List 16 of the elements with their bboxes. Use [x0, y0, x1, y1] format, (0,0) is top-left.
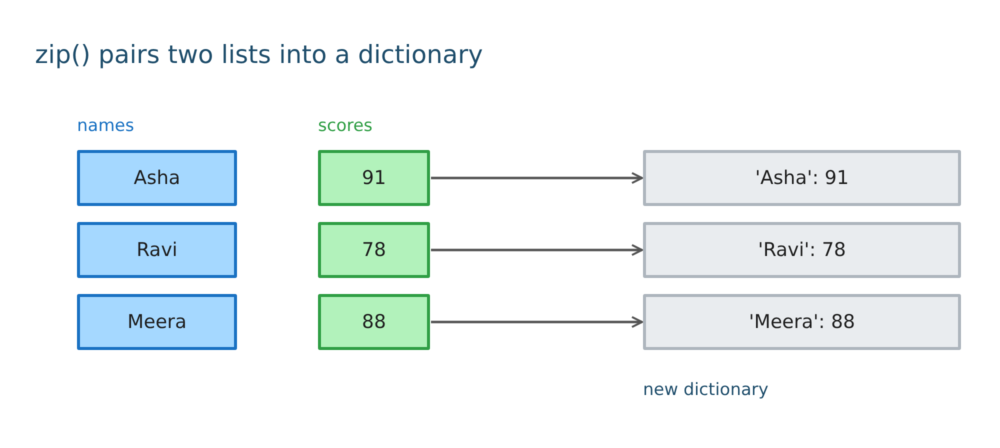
name-box: Meera	[77, 294, 237, 350]
column-label: new dictionary	[643, 380, 768, 400]
dictionary-entry-box: 'Meera': 88	[643, 294, 961, 350]
arrow	[431, 244, 643, 256]
arrow	[431, 172, 643, 184]
score-box: 88	[318, 294, 430, 350]
diagram-title: zip() pairs two lists into a dictionary	[35, 40, 483, 69]
score-box: 78	[318, 222, 430, 278]
arrow	[431, 316, 643, 328]
column-label: names	[77, 116, 134, 136]
dictionary-entry-box: 'Asha': 91	[643, 150, 961, 206]
column-label: scores	[318, 116, 373, 136]
score-box: 91	[318, 150, 430, 206]
name-box: Ravi	[77, 222, 237, 278]
dictionary-entry-box: 'Ravi': 78	[643, 222, 961, 278]
name-box: Asha	[77, 150, 237, 206]
